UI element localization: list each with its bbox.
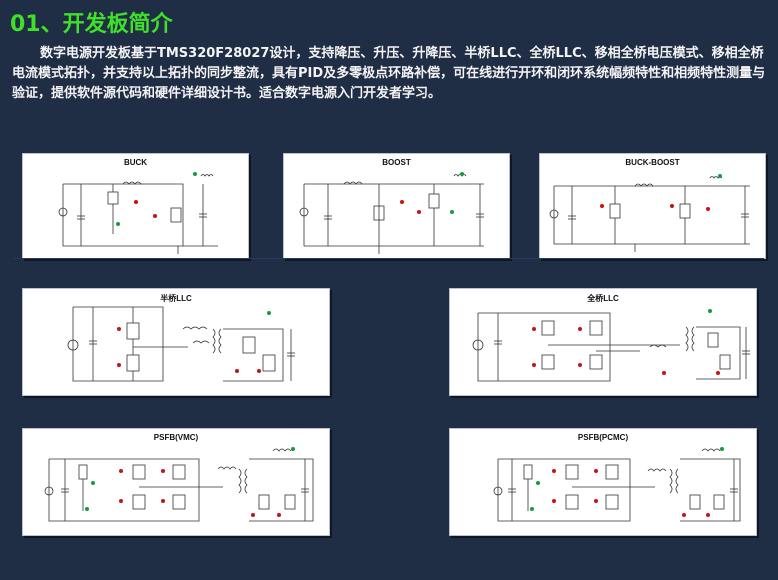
full-bridge-llc-schematic bbox=[472, 309, 750, 382]
diagram-title: 全桥LLC bbox=[587, 294, 619, 303]
section-heading: 01、开发板简介 bbox=[10, 12, 173, 37]
buck-schematic bbox=[58, 172, 218, 254]
diagram-title: BOOST bbox=[382, 158, 411, 167]
psfb-vmc-diagram: PSFB(VMC) bbox=[22, 428, 330, 536]
full-bridge-llc-diagram: 全桥LLC bbox=[449, 288, 757, 396]
diagram-title: BUCK bbox=[123, 158, 148, 167]
buck-diagram: BUCK bbox=[22, 153, 249, 259]
diagram-title: PSFB(PCMC) bbox=[577, 433, 629, 442]
diagram-title: 半桥LLC bbox=[160, 294, 192, 303]
boost-schematic bbox=[299, 172, 484, 254]
psfb-pcmc-schematic bbox=[493, 447, 741, 522]
half-bridge-llc-diagram: 半桥LLC bbox=[22, 288, 330, 396]
psfb-vmc-schematic bbox=[44, 447, 314, 522]
intro-paragraph: 数字电源开发板基于TMS320F28027设计，支持降压、升压、升降压、半桥LL… bbox=[12, 46, 766, 101]
boost-diagram: BOOST bbox=[283, 153, 510, 259]
half-bridge-llc-schematic bbox=[67, 306, 295, 382]
psfb-pcmc-diagram: PSFB(PCMC) bbox=[449, 428, 757, 536]
buck-boost-diagram: BUCK-BOOST bbox=[539, 153, 766, 259]
diagram-title: PSFB(VMC) bbox=[153, 433, 199, 442]
diagram-title: BUCK-BOOST bbox=[625, 158, 680, 167]
divider-line bbox=[14, 258, 764, 259]
buck-boost-schematic bbox=[549, 174, 750, 252]
